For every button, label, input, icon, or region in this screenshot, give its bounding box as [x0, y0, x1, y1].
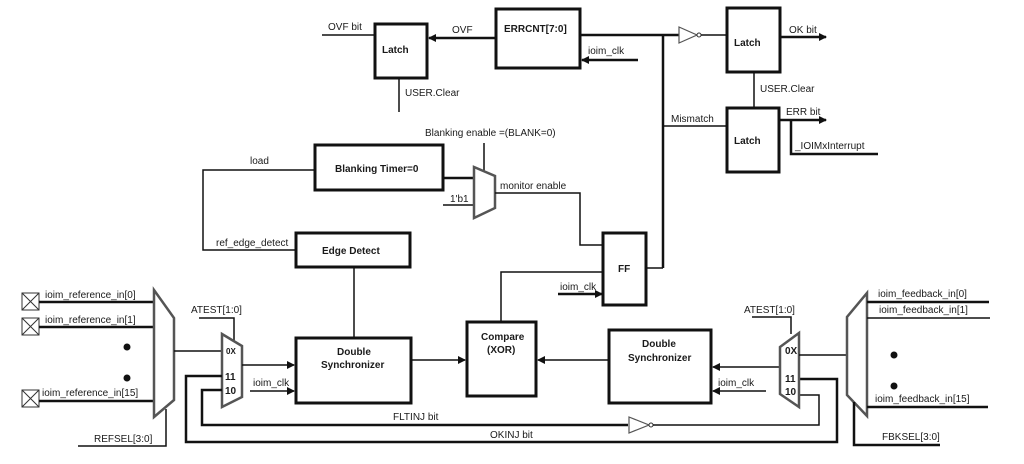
- dsync-fb-label-2: Synchronizer: [628, 353, 691, 364]
- monitor-enable-wire: [495, 192, 603, 246]
- ellipsis-dot: [123, 343, 131, 351]
- user-clear-ovf-label: USER.Clear: [405, 88, 460, 99]
- ref-mux-port-0x: 0X: [226, 347, 236, 356]
- ff-block: [601, 231, 648, 307]
- ref-in-0-label: ioim_reference_in[0]: [45, 290, 136, 301]
- ref-in-1-label: ioim_reference_in[1]: [45, 315, 136, 326]
- errcnt-label: ERRCNT[7:0]: [504, 24, 567, 35]
- atest-fb-wire: [752, 316, 792, 334]
- fltinj-right-wire: [653, 394, 820, 426]
- dsync-ref-label-2: Synchronizer: [321, 360, 384, 371]
- edge-detect-block: [294, 231, 412, 269]
- atest-fb-label: ATEST[1:0]: [744, 305, 795, 316]
- clk-dsync-fb-label: ioim_clk: [718, 378, 755, 389]
- errcnt-block: [494, 7, 582, 70]
- one-b1-label: 1'b1: [450, 194, 469, 205]
- clk-errcnt-label: ioim_clk: [588, 46, 625, 57]
- ellipsis-dot: [890, 351, 898, 359]
- latch-ovf-block: [373, 22, 429, 80]
- dsync-ref-block: [294, 336, 413, 405]
- blanking-mux: [472, 165, 497, 220]
- latch-ok-label: Latch: [734, 38, 761, 49]
- atest-ref-wire: [199, 317, 235, 342]
- ok-bit-label: OK bit: [789, 25, 817, 36]
- fb-in-15-label: ioim_feedback_in[15]: [875, 394, 970, 405]
- okinj-wire: [184, 374, 839, 444]
- interrupt-wire: [789, 120, 878, 156]
- err-bit-label: ERR bit: [786, 107, 821, 118]
- clk-dsync-ref-label: ioim_clk: [253, 378, 290, 389]
- fb-in-1-label: ioim_feedback_in[1]: [879, 305, 968, 316]
- interrupt-label: _IOIMxInterrupt: [794, 141, 865, 152]
- fb-mux-port-0x: 0X: [785, 346, 798, 357]
- blanking-timer-label: Blanking Timer=0: [335, 164, 419, 175]
- inverter-ok-bubble: [696, 32, 702, 38]
- blanking-enable-label: Blanking enable =(BLANK=0): [425, 128, 556, 139]
- user-clear-ok-label: USER.Clear: [760, 84, 815, 95]
- refsel-mux: [152, 286, 176, 420]
- fb-mux-port-10: 10: [785, 387, 797, 398]
- edge-detect-label: Edge Detect: [322, 246, 380, 257]
- ovf-label: OVF: [452, 25, 473, 36]
- compare-label-1: Compare: [481, 332, 525, 343]
- latch-err-block: [725, 106, 781, 174]
- fbksel-mux: [845, 289, 869, 420]
- fltinj-label: FLTINJ bit: [393, 412, 439, 423]
- fbksel-wire: [852, 402, 940, 447]
- fltinj-wire: [200, 388, 628, 427]
- atest-fb-mux: [778, 330, 801, 410]
- load-wire: [202, 169, 315, 251]
- inverter-ok-icon: [678, 26, 699, 44]
- ref-edge-detect-label: ref_edge_detect: [216, 238, 289, 249]
- ovf-bit-label: OVF bit: [328, 22, 362, 33]
- inverter-fltinj-icon: [628, 416, 651, 434]
- refsel-wire: [78, 409, 167, 447]
- latch-err-label: Latch: [734, 136, 761, 147]
- compare-block: [465, 320, 538, 398]
- fb-mux-port-11: 11: [785, 374, 796, 385]
- clk-ff-label: ioim_clk: [560, 282, 597, 293]
- ref-mux-port-11: 11: [225, 372, 236, 383]
- ref-in-15-label: ioim_reference_in[15]: [42, 388, 138, 399]
- ellipsis-dot: [123, 374, 131, 382]
- dsync-fb-label-1: Double: [642, 339, 676, 350]
- atest-ref-label: ATEST[1:0]: [191, 305, 242, 316]
- inverter-fltinj-bubble: [648, 422, 654, 428]
- fbksel-label: FBKSEL[3:0]: [882, 432, 940, 443]
- dsync-ref-label-1: Double: [337, 347, 371, 358]
- ff-label: FF: [618, 264, 630, 275]
- blanking-timer-block: [313, 143, 445, 192]
- ellipsis-dot: [890, 382, 898, 390]
- reference-inputs: [21, 292, 40, 408]
- compare-to-ff-wire: [500, 271, 603, 322]
- load-label: load: [250, 156, 269, 167]
- monitor-enable-label: monitor enable: [500, 181, 567, 192]
- okinj-label: OKINJ bit: [490, 430, 533, 441]
- compare-label-2: (XOR): [487, 345, 515, 356]
- latch-ovf-label: Latch: [382, 45, 409, 56]
- mismatch-label: Mismatch: [671, 114, 714, 125]
- fb-in-0-label: ioim_feedback_in[0]: [878, 289, 967, 300]
- latch-ok-block: [725, 6, 782, 74]
- atest-ref-mux: [220, 331, 244, 410]
- refsel-label: REFSEL[3:0]: [94, 434, 153, 445]
- ref-mux-port-10: 10: [225, 386, 237, 397]
- dsync-fb-block: [607, 328, 713, 405]
